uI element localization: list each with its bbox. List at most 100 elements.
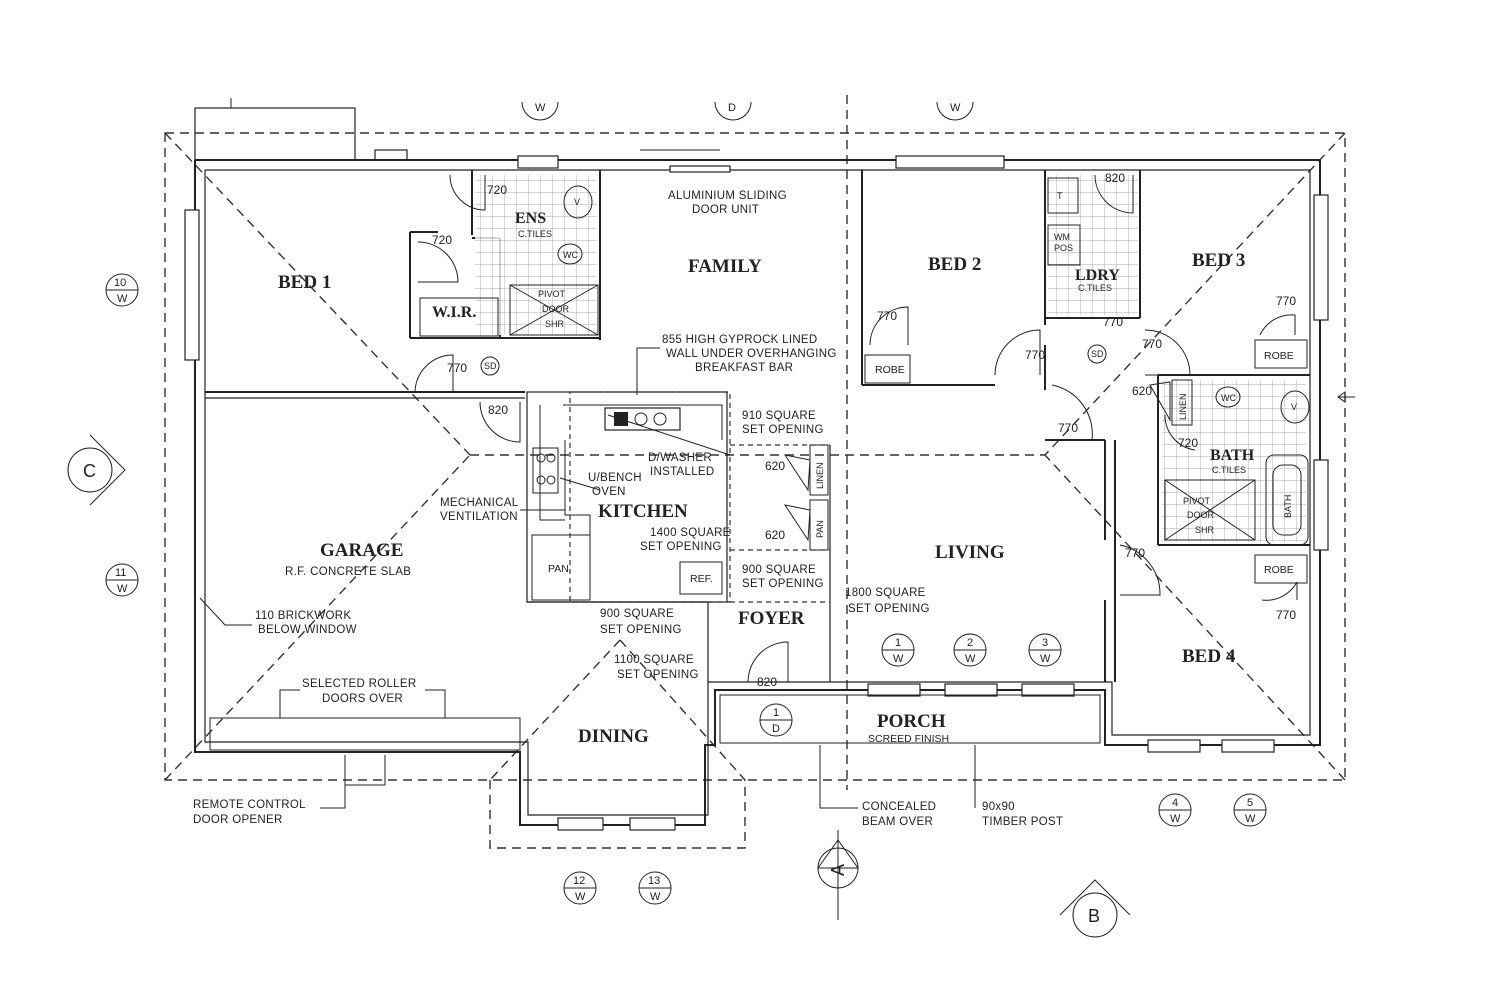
door-770-bed-4: 770	[1125, 546, 1145, 560]
svg-text:D: D	[772, 723, 780, 735]
roof-outline	[164, 95, 1346, 849]
wc-ens: WC	[563, 250, 578, 260]
linen-kitchen-1: LINEN	[815, 462, 825, 489]
opening-900a-line-2: SET OPENING	[742, 578, 824, 590]
section-markers: A B C	[67, 391, 1355, 938]
door-770-robe-4: 770	[1276, 608, 1296, 622]
door-swings	[414, 174, 1298, 683]
section-b-marker: B	[1059, 879, 1131, 938]
bath-tub-label: BATH	[1283, 495, 1293, 518]
gyprock-note-line-1: 855 HIGH GYPROCK LINED	[662, 334, 818, 346]
marker-top-d: D	[714, 101, 752, 121]
window-markers: W D W 10 W 11 W 1 W	[105, 101, 1267, 905]
svg-text:W: W	[965, 653, 976, 665]
opening-1400-line-1: 1400 SQUARE	[650, 527, 731, 539]
svg-text:C: C	[83, 461, 96, 481]
pivot-ens-line-3: SHR	[545, 319, 565, 329]
opening-900b-line-1: 900 SQUARE	[600, 608, 674, 620]
door-720-wir: 720	[432, 233, 452, 247]
mech-note-line-2: VENTILATION	[440, 511, 518, 523]
vanity-ens: V	[574, 197, 580, 207]
door-770-bed-1: 770	[447, 361, 467, 375]
brickwork-note-line-1: 110 BRICKWORK	[255, 610, 351, 622]
door-770-living: 770	[1058, 421, 1078, 435]
svg-text:W: W	[650, 891, 661, 903]
pan-pantry: PAN	[548, 563, 569, 575]
svg-text:A: A	[828, 864, 848, 876]
marker-10: 10 W	[105, 273, 139, 307]
smoke-detector-2: SD	[1091, 349, 1104, 359]
svg-text:W: W	[1170, 813, 1181, 825]
svg-text:B: B	[1088, 906, 1100, 926]
marker-3: 3 W	[1028, 633, 1062, 667]
opening-900b-line-2: SET OPENING	[600, 624, 682, 636]
vanity-bath: V	[1291, 402, 1297, 412]
svg-text:W: W	[1040, 653, 1051, 665]
bath-tiles-note: C.TILES	[1212, 465, 1246, 475]
svg-text:12: 12	[573, 875, 585, 887]
marker-2: 2 W	[953, 633, 987, 667]
ens-tiles-note: C.TILES	[518, 229, 552, 239]
door-770-bed-3: 770	[1276, 294, 1296, 308]
section-a-marker: A	[817, 830, 859, 920]
door-720-bath: 720	[1178, 436, 1198, 450]
room-label-bed-1: BED 1	[278, 272, 331, 293]
svg-text:W: W	[117, 583, 128, 595]
beam-note-line-1: CONCEALED	[862, 801, 936, 813]
door-770-hall-2: 770	[1103, 315, 1123, 329]
pan-kitchen-cupboard: PAN	[815, 520, 825, 538]
screed-note: SCREED FINISH	[868, 733, 949, 745]
trough-label: T	[1057, 191, 1063, 201]
opening-910-line-1: 910 SQUARE	[742, 410, 816, 422]
pivot-bath-line-2: DOOR	[1187, 510, 1215, 520]
garage-slab-note: R.F. CONCRETE SLAB	[285, 566, 411, 578]
robe-bed-3: ROBE	[1264, 350, 1294, 362]
linen-bath: LINEN	[1178, 393, 1188, 420]
room-label-ens: ENS	[515, 210, 546, 227]
svg-text:1: 1	[895, 637, 901, 649]
marker-13: 13 W	[638, 871, 672, 905]
leader-lines	[199, 149, 976, 809]
room-label-wir: W.I.R.	[432, 304, 476, 321]
room-label-bed-4: BED 4	[1182, 646, 1236, 667]
post-note-line-1: 90x90	[982, 801, 1015, 813]
opening-900a-line-1: 900 SQUARE	[742, 564, 816, 576]
tiled-areas	[475, 175, 1306, 542]
room-label-bed-3: BED 3	[1192, 250, 1245, 271]
door-820-ldry: 820	[1105, 171, 1125, 185]
robe-bed-2: ROBE	[875, 364, 905, 376]
windows	[184, 155, 1329, 831]
smoke-detector-1: SD	[484, 361, 497, 371]
door-dimensions: 720 720 770 820 770 770 770 770 820 770 …	[432, 171, 1296, 689]
aluminium-note-line-2: DOOR UNIT	[692, 204, 759, 216]
gyprock-note-line-2: WALL UNDER OVERHANGING	[666, 348, 837, 360]
remote-note-line-2: DOOR OPENER	[193, 814, 283, 826]
fixture-labels: ROBE ROBE ROBE LINEN PAN LINEN PAN REF. …	[480, 191, 1297, 585]
svg-text:W: W	[535, 102, 546, 114]
pivot-ens-line-1: PIVOT	[538, 289, 566, 299]
room-label-living: LIVING	[935, 542, 1005, 563]
gyprock-note-line-3: BREAKFAST BAR	[695, 362, 793, 374]
door-770-bed-2: 770	[877, 309, 897, 323]
opening-910-line-2: SET OPENING	[742, 424, 824, 436]
ubench-note-line-2: OVEN	[592, 486, 626, 498]
room-label-ldry: LDRY	[1075, 267, 1120, 284]
svg-text:2: 2	[967, 637, 973, 649]
svg-text:W: W	[117, 293, 128, 305]
door-620-linen-bath: 620	[1132, 384, 1152, 398]
room-label-bath: BATH	[1210, 447, 1255, 464]
svg-text:1: 1	[773, 707, 779, 719]
marker-1: 1 W	[881, 633, 915, 667]
roller-note-line-1: SELECTED ROLLER	[302, 678, 416, 690]
room-label-dining: DINING	[578, 726, 649, 747]
robe-bed-4: ROBE	[1264, 564, 1294, 576]
beam-note-line-2: BEAM OVER	[862, 816, 933, 828]
door-620-linen-kitchen: 620	[765, 459, 785, 473]
marker-4: 4 W	[1158, 793, 1192, 827]
opening-1100-line-2: SET OPENING	[617, 669, 699, 681]
fridge-label: REF.	[690, 573, 713, 585]
svg-text:10: 10	[114, 277, 126, 289]
svg-text:3: 3	[1042, 637, 1048, 649]
svg-text:W: W	[893, 653, 904, 665]
